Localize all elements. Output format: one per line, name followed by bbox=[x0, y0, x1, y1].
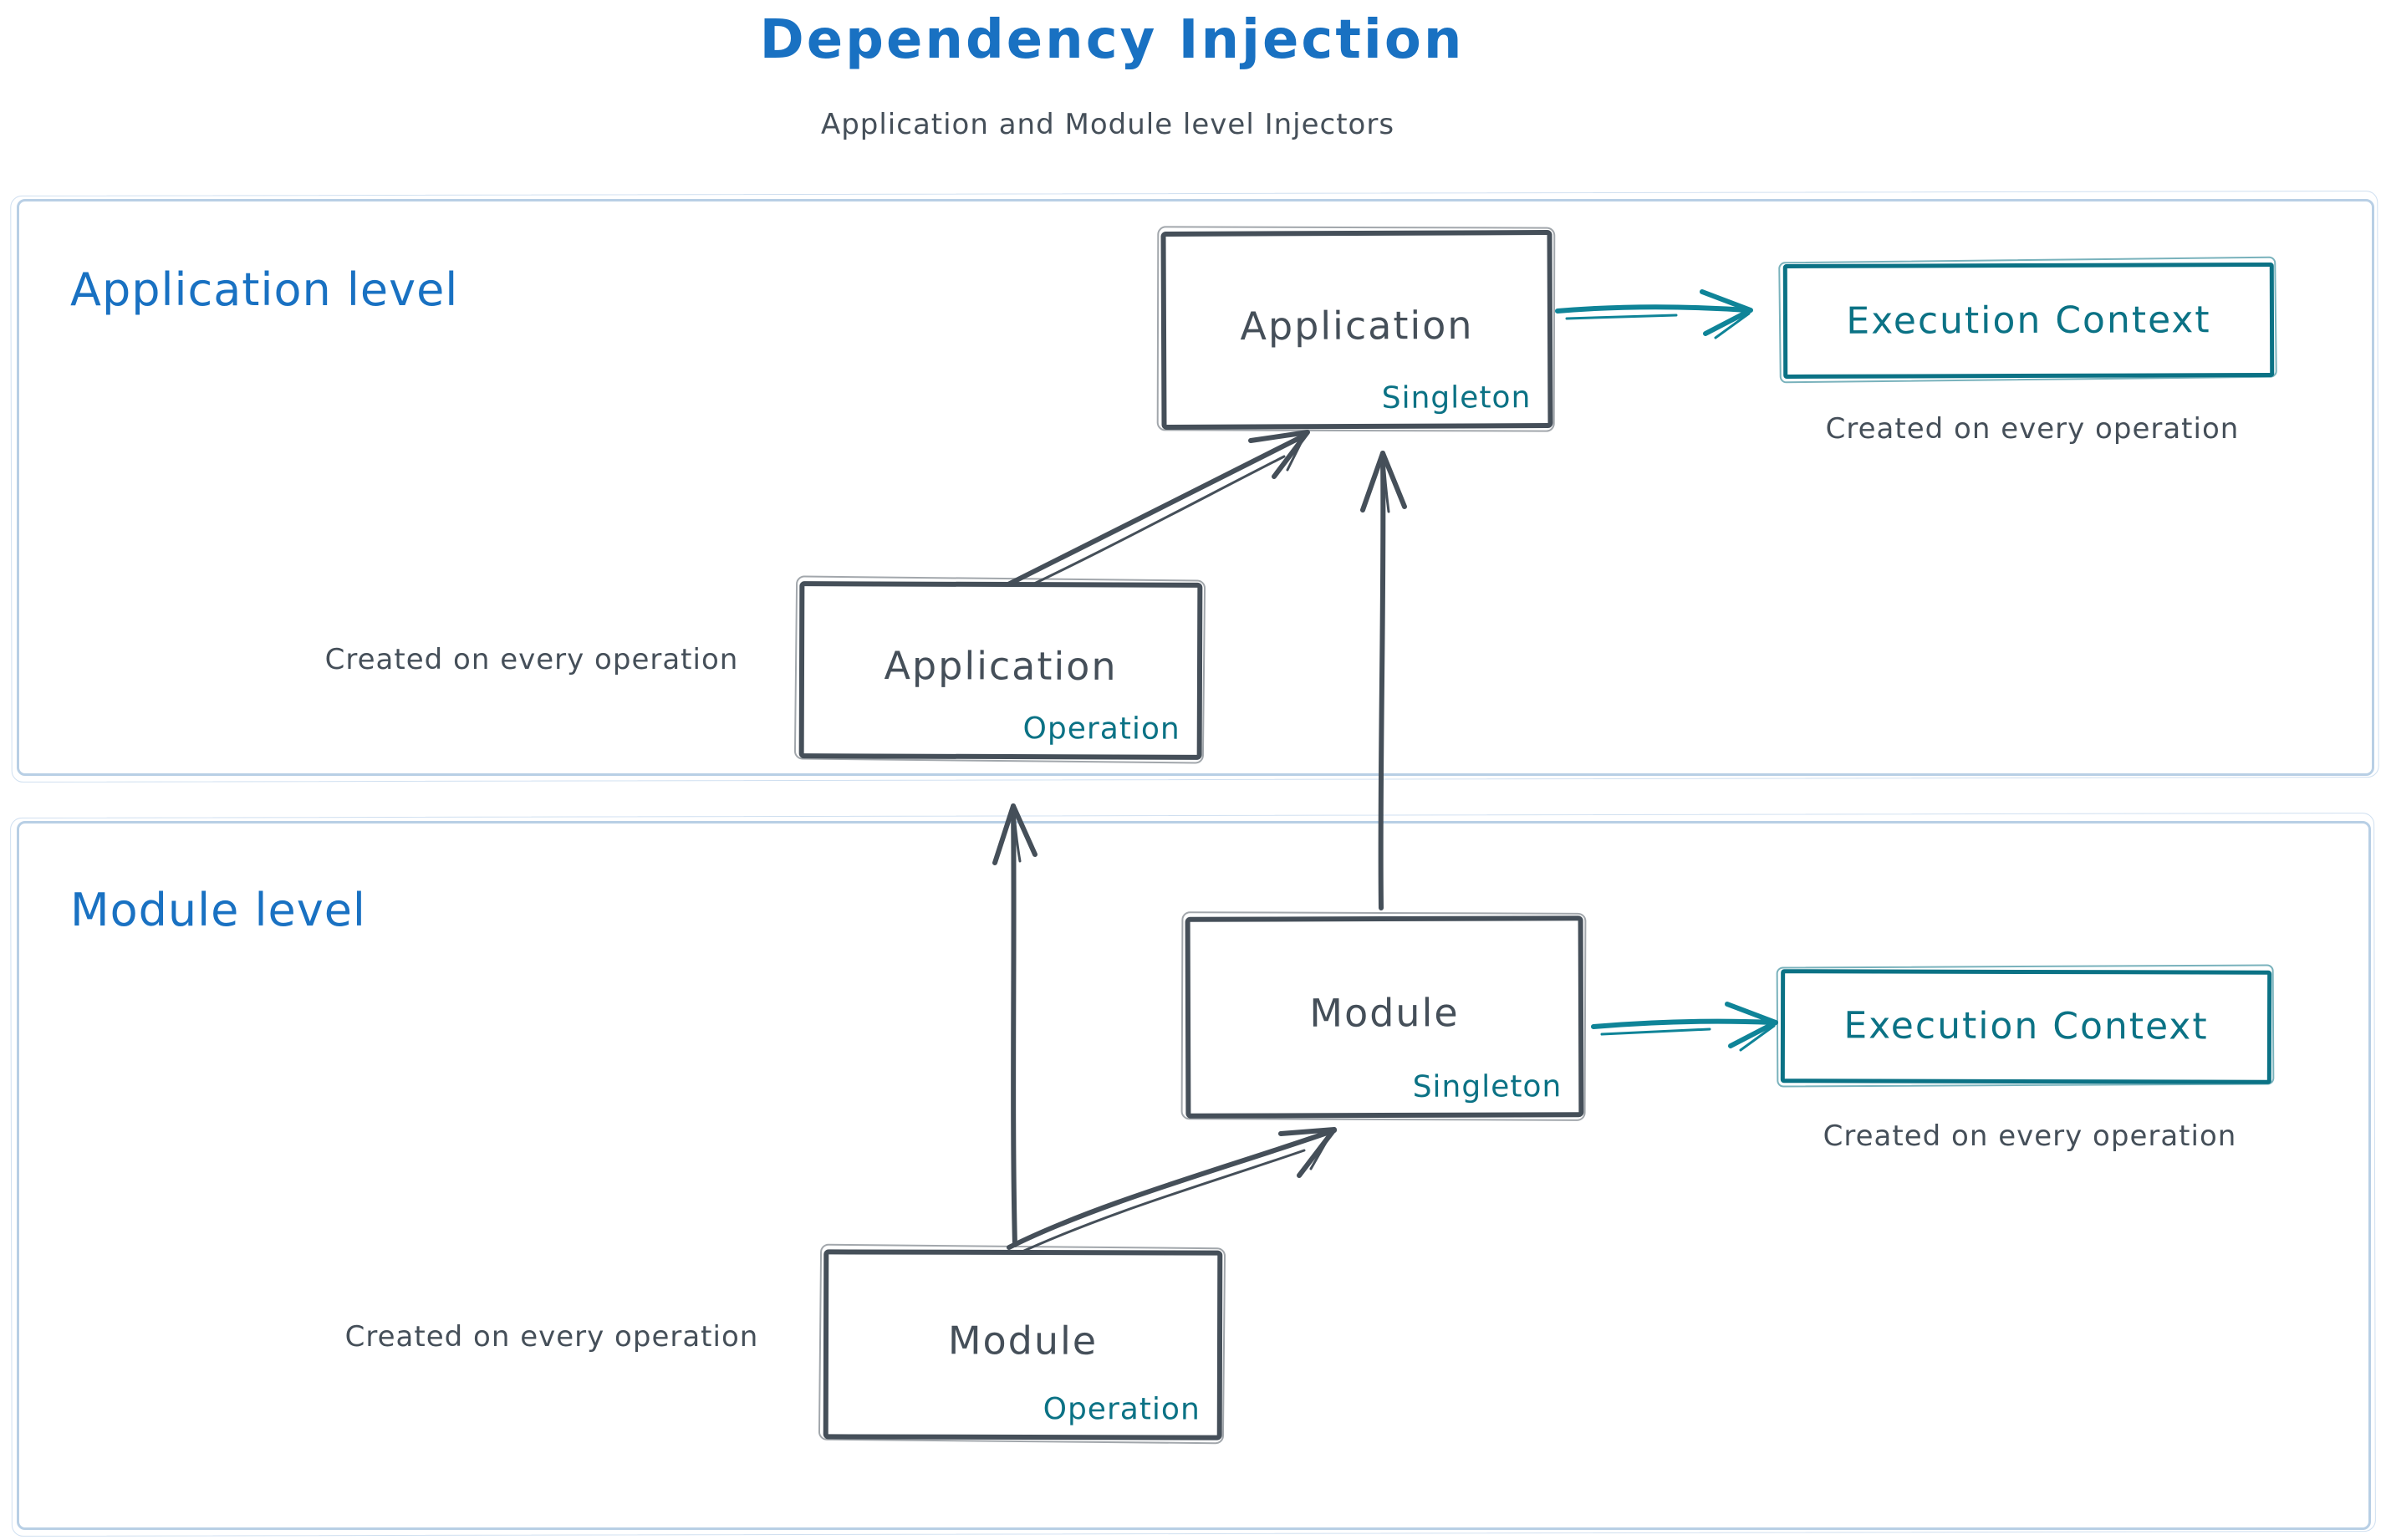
application-operation-badge: Operation bbox=[1022, 711, 1180, 747]
caption-application-operation: Created on every operation bbox=[324, 643, 739, 676]
module-operation-badge: Operation bbox=[1043, 1392, 1201, 1427]
caption-execution-context-module: Created on every operation bbox=[1823, 1119, 2237, 1153]
caption-execution-context-application: Created on every operation bbox=[1825, 412, 2240, 446]
application-operation-title: Application bbox=[884, 642, 1118, 689]
execution-context-box-module: Execution Context bbox=[1780, 969, 2272, 1084]
module-operation-box: Module Operation bbox=[823, 1249, 1223, 1441]
application-level-label: Application level bbox=[70, 263, 459, 316]
application-level-container bbox=[17, 199, 2374, 776]
caption-module-operation: Created on every operation bbox=[344, 1320, 759, 1354]
module-operation-title: Module bbox=[947, 1317, 1099, 1364]
module-singleton-badge: Singleton bbox=[1412, 1069, 1563, 1104]
page-subtitle: Application and Module level Injectors bbox=[820, 108, 1395, 141]
application-singleton-title: Application bbox=[1240, 302, 1474, 349]
page-title: Dependency Injection bbox=[759, 9, 1465, 71]
module-singleton-title: Module bbox=[1309, 989, 1460, 1036]
execution-context-label-application: Execution Context bbox=[1846, 298, 2211, 343]
application-singleton-badge: Singleton bbox=[1381, 380, 1532, 416]
execution-context-label-module: Execution Context bbox=[1843, 1004, 2209, 1048]
module-singleton-box: Module Singleton bbox=[1185, 915, 1584, 1119]
application-singleton-box: Application Singleton bbox=[1160, 229, 1553, 431]
application-operation-box: Application Operation bbox=[798, 581, 1203, 760]
module-level-label: Module level bbox=[70, 884, 366, 936]
execution-context-box-application: Execution Context bbox=[1782, 262, 2275, 380]
module-level-container bbox=[17, 821, 2371, 1530]
